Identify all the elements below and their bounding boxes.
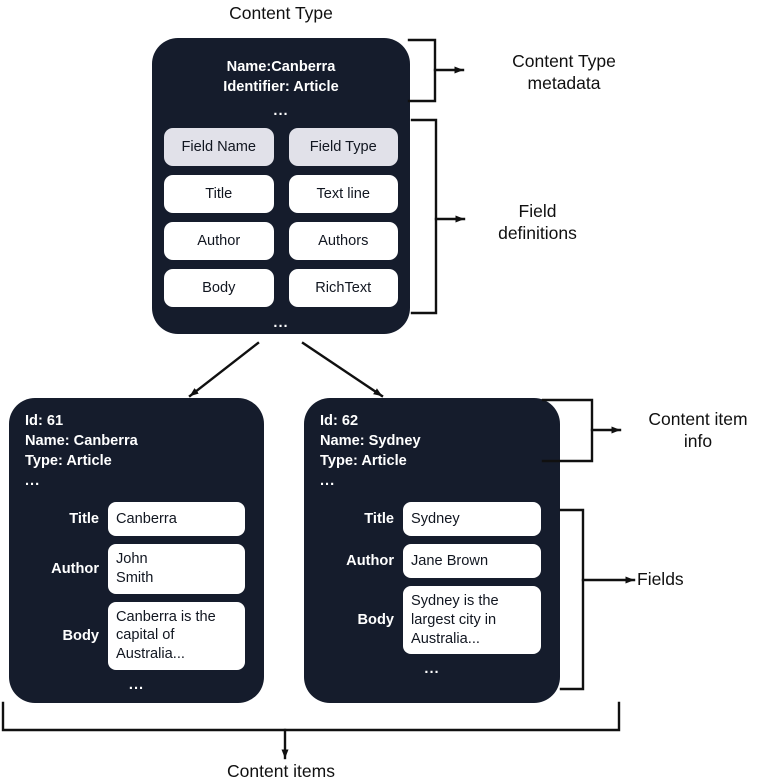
field-value: John Smith — [108, 544, 245, 594]
field-label: Body — [62, 627, 99, 644]
field-row: Body Sydney is the largest city in Austr… — [318, 586, 541, 655]
content-item-fields-61: Title Canberra Author John Smith Body Ca… — [9, 502, 264, 670]
annotation-field-definitions: Field definitions — [498, 201, 577, 244]
bracket-field-definitions — [410, 118, 438, 315]
content-item-fields-ellipsis: ... — [128, 676, 145, 693]
field-label: Body — [357, 612, 394, 629]
field-row: Body Canberra is the capital of Australi… — [23, 601, 245, 670]
field-type-cell: Authors — [288, 222, 398, 261]
field-value: Jane Brown — [403, 544, 541, 579]
bracket-content-items — [1, 701, 621, 732]
content-item-id: Id: 61 — [25, 413, 64, 429]
field-type-cell: Text line — [288, 175, 398, 214]
content-item-info-ellipsis: ... — [25, 472, 41, 489]
content-item-fields-ellipsis: ... — [424, 661, 440, 678]
content-type-name: Name:Canberra — [226, 59, 336, 75]
bracket-fields — [559, 508, 585, 691]
content-item-type: Type: Article — [25, 452, 112, 469]
field-value: Sydney is the largest city in Australia.… — [403, 586, 541, 655]
column-header-field-type: Field Type — [288, 128, 398, 167]
field-name-cell: Author — [164, 222, 274, 261]
content-type-metadata-ellipsis: ... — [273, 102, 289, 119]
content-item-info-ellipsis: ... — [320, 472, 336, 489]
content-item-name: Name: Sydney — [320, 432, 421, 449]
field-name-cell: Body — [164, 269, 274, 308]
field-label: Title — [364, 511, 394, 528]
annotation-content-type-metadata: Content Type metadata — [512, 51, 616, 94]
field-label: Title — [69, 511, 99, 528]
content-item-type: Type: Article — [320, 452, 407, 469]
content-type-card: Name:Canberra Identifier: Article ... Fi… — [152, 38, 410, 334]
bottom-title: Content items — [227, 761, 335, 781]
field-value: Canberra — [108, 502, 245, 537]
content-item-info-62: Id: 62 Name: Sydney Type: Article ... — [304, 398, 560, 490]
content-type-identifier: Identifier: Article — [223, 79, 339, 96]
field-name-cell: Title — [164, 175, 274, 214]
field-definitions-ellipsis: ... — [273, 315, 289, 332]
content-item-id: Id: 62 — [320, 413, 359, 429]
field-row: Title Sydney — [318, 502, 541, 537]
content-item-fields-62: Title Sydney Author Jane Brown Body Sydn… — [304, 502, 560, 655]
column-header-field-name: Field Name — [164, 128, 274, 167]
content-item-card-61: Id: 61 Name: Canberra Type: Article ... … — [9, 398, 264, 703]
field-type-cell: RichText — [288, 269, 398, 308]
field-label: Author — [51, 561, 99, 578]
content-item-name: Name: Canberra — [25, 432, 138, 449]
annotation-fields: Fields — [637, 569, 684, 589]
field-row: Author Jane Brown — [318, 544, 541, 579]
field-label: Author — [346, 553, 394, 570]
field-definitions-table: Field Name Field Type Title Text line Au… — [152, 128, 410, 308]
content-item-info-61: Id: 61 Name: Canberra Type: Article ... — [9, 398, 264, 490]
field-row: Author John Smith — [23, 544, 245, 594]
page-title: Content Type — [229, 3, 333, 23]
field-value: Sydney — [403, 502, 541, 537]
content-type-metadata: Name:Canberra Identifier: Article — [152, 38, 410, 98]
content-item-card-62: Id: 62 Name: Sydney Type: Article ... Ti… — [304, 398, 560, 703]
field-row: Title Canberra — [23, 502, 245, 537]
field-value: Canberra is the capital of Australia... — [108, 601, 245, 670]
annotation-content-item-info: Content item info — [648, 409, 748, 452]
bracket-content-type-metadata — [407, 38, 437, 103]
arrow-to-content-item-61 — [188, 341, 260, 398]
arrow-to-content-item-62 — [301, 341, 384, 398]
